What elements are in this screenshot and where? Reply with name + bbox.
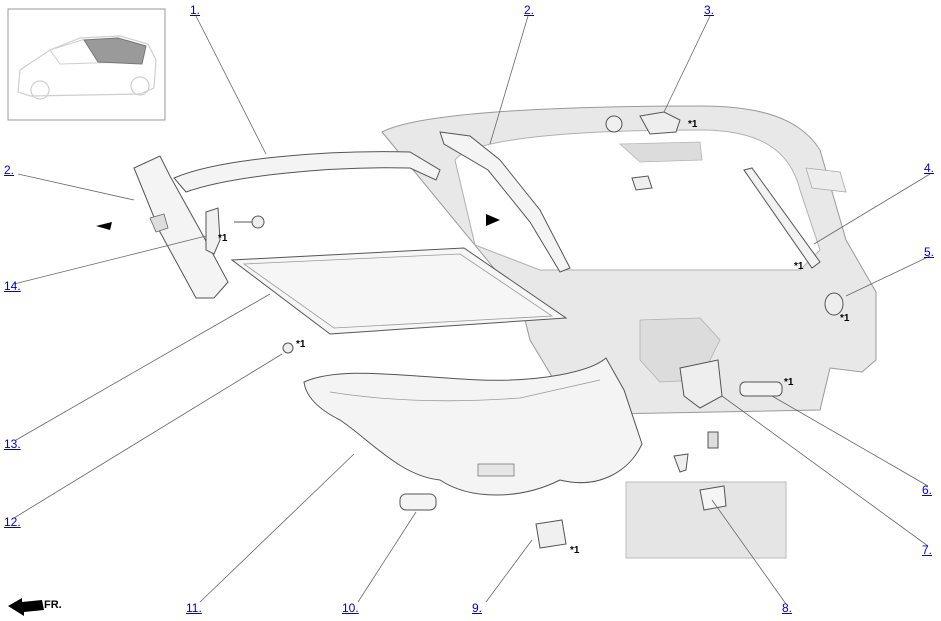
callout-11[interactable]: 11. xyxy=(186,601,202,615)
part-8-striker xyxy=(625,453,787,559)
callout-12[interactable]: 12. xyxy=(4,515,21,529)
part-4-damper-stay xyxy=(743,167,847,269)
note-mark: *1 xyxy=(570,545,580,556)
callout-2[interactable]: 2. xyxy=(4,163,15,177)
part-12-clip xyxy=(282,342,294,354)
note-mark: *1 xyxy=(688,119,698,130)
part-1-upper-garnish xyxy=(173,151,441,193)
callout-2[interactable]: 2. xyxy=(524,3,535,17)
vehicle-locator-inset xyxy=(7,8,166,121)
note-mark: *1 xyxy=(840,313,850,324)
callout-8[interactable]: 8. xyxy=(782,601,793,615)
callout-10[interactable]: 10. xyxy=(342,601,359,615)
note-mark: *1 xyxy=(784,377,794,388)
part-14-bracket xyxy=(205,207,265,255)
part-3-clip-assembly xyxy=(605,111,681,191)
note-mark: *1 xyxy=(794,261,804,272)
callout-4[interactable]: 4. xyxy=(924,161,935,175)
view-arrow-left-icon xyxy=(96,222,112,230)
callout-9[interactable]: 9. xyxy=(472,601,483,615)
part-11-lower-trim-board xyxy=(303,357,643,496)
callout-7[interactable]: 7. xyxy=(922,543,933,557)
part-5-cushion xyxy=(824,292,844,316)
part-13-package-tray xyxy=(230,247,568,335)
part-2-side-garnish-right xyxy=(439,131,571,273)
note-mark: *1 xyxy=(218,233,228,244)
callout-13[interactable]: 13. xyxy=(4,437,21,451)
part-10-pull-handle xyxy=(399,493,437,511)
part-6-handle xyxy=(739,381,783,397)
callout-6[interactable]: 6. xyxy=(922,483,933,497)
callout-1[interactable]: 1. xyxy=(190,3,201,17)
view-arrow-right-icon xyxy=(486,214,500,226)
part-2-side-garnish-left xyxy=(133,155,229,299)
callout-5[interactable]: 5. xyxy=(924,245,935,259)
front-direction-label: FR. xyxy=(44,599,62,611)
callout-3[interactable]: 3. xyxy=(704,3,715,17)
callout-14[interactable]: 14. xyxy=(4,279,21,293)
part-7-lock-assembly xyxy=(679,359,723,449)
part-9-cover xyxy=(535,519,567,549)
leader-lines xyxy=(13,15,931,605)
front-direction-arrow-icon xyxy=(8,598,44,616)
note-mark: *1 xyxy=(296,339,306,350)
